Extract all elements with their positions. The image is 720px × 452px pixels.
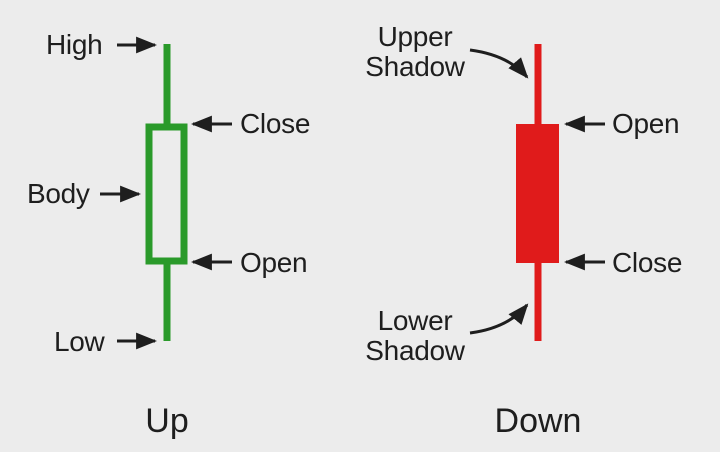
label-upper-shadow: Upper Shadow xyxy=(355,22,475,82)
label-down-close: Close xyxy=(612,247,683,278)
arrow-lower-shadow xyxy=(469,303,529,335)
label-up-close: Close xyxy=(240,108,311,139)
label-up-open: Open xyxy=(240,247,308,278)
up-candle xyxy=(145,44,188,341)
label-lower-shadow: Lower Shadow xyxy=(355,306,475,366)
down-candle-body xyxy=(516,124,559,263)
caption-down: Down xyxy=(494,402,582,440)
label-lower-shadow-line1: Lower xyxy=(377,305,453,336)
caption-up: Up xyxy=(145,402,189,440)
label-high: High xyxy=(46,29,103,60)
label-low: Low xyxy=(54,326,105,357)
label-body: Body xyxy=(27,178,90,209)
label-upper-shadow-line2: Shadow xyxy=(365,51,465,82)
label-upper-shadow-line1: Upper xyxy=(377,21,453,52)
label-down-open: Open xyxy=(612,108,680,139)
label-lower-shadow-line2: Shadow xyxy=(365,335,465,366)
arrow-upper-shadow xyxy=(469,48,529,79)
up-candle-body xyxy=(145,123,188,265)
down-candle xyxy=(516,44,559,341)
